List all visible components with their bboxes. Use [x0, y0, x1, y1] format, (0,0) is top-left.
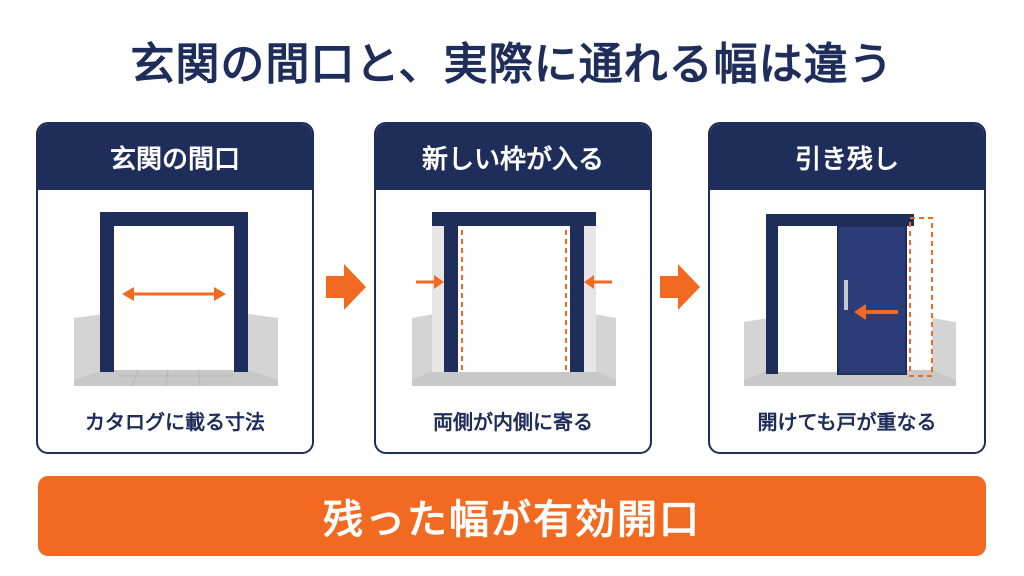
right-arrow-icon: [326, 264, 366, 310]
panel-caption: 両側が内側に寄る: [433, 410, 593, 434]
opening-illustration: [74, 212, 278, 387]
panel-new-frame: 新しい枠が入る 両側が内側に寄る: [374, 122, 652, 454]
width-arrow-icon: [122, 287, 226, 301]
panel-caption: カタログに載る寸法: [85, 410, 265, 434]
panel-heading: 引き残し: [710, 124, 984, 190]
panel-heading: 玄関の間口: [38, 124, 312, 190]
left-arrow-icon: [854, 304, 898, 320]
panel-opening: 玄関の間口 カタログに載る寸法: [36, 122, 314, 454]
inward-arrow-icon: [416, 275, 612, 289]
sliding-door-illustration: [744, 214, 956, 386]
new-frame-illustration: [412, 212, 616, 386]
right-arrow-icon: [660, 264, 700, 310]
panel-door-overlap: 引き残し 開けても戸が重なる: [708, 122, 986, 454]
panel-heading: 新しい枠が入る: [376, 124, 650, 190]
summary-banner: 残った幅が有効開口: [38, 476, 986, 556]
panel-caption: 開けても戸が重なる: [757, 410, 937, 434]
page-title: 玄関の間口と、実際に通れる幅は違う: [130, 39, 894, 90]
